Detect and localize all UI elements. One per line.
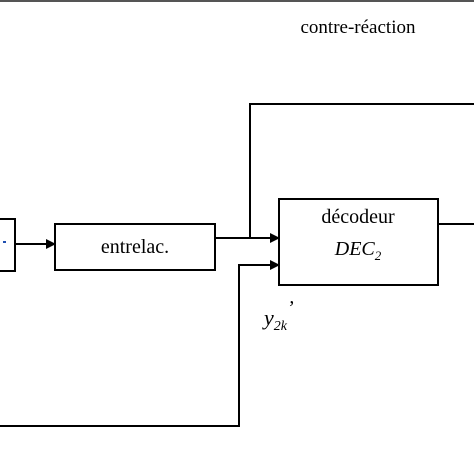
- y2k-input-line: [0, 260, 280, 427]
- y2k-subscript: 2k: [274, 319, 288, 334]
- feedback-label: contre-réaction: [301, 17, 416, 38]
- decoder-subscript: 2: [375, 248, 382, 263]
- interleaver-box: [54, 223, 216, 271]
- decoder-title: décodeur: [321, 206, 395, 228]
- interleaver-label: entrelac.: [101, 236, 169, 258]
- decoder-box: [278, 198, 439, 286]
- y2k-prime-label: y2k’: [262, 297, 294, 334]
- left-block-edge: [0, 218, 16, 272]
- y2k-prime-mark: ’: [287, 297, 294, 319]
- decoder-name: DEC2: [334, 238, 382, 263]
- feedback-loop-line: [249, 103, 474, 238]
